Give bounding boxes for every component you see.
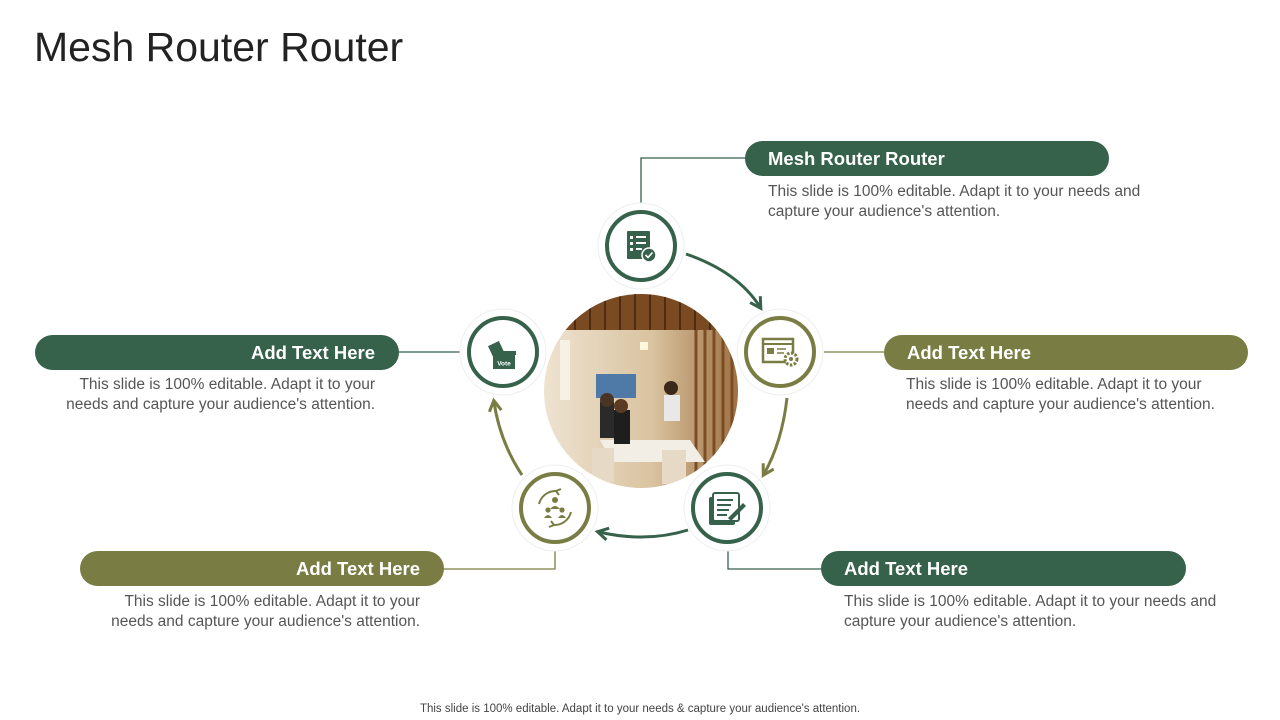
arrow-3-to-4 <box>594 526 689 541</box>
arrow-1-to-2 <box>685 252 763 311</box>
step-5-heading-pill: Add Text Here <box>35 335 399 370</box>
step-2-icon-node <box>736 308 824 396</box>
step-2-heading-pill: Add Text Here <box>884 335 1248 370</box>
step-4-icon-node <box>511 464 599 552</box>
step-2-description: This slide is 100% editable. Adapt it to… <box>906 376 1215 413</box>
web-settings-icon <box>761 337 799 367</box>
step-4-description: This slide is 100% editable. Adapt it to… <box>111 593 420 630</box>
step-1-icon-node <box>597 202 685 290</box>
arrow-2-to-3 <box>761 397 789 478</box>
connector-lines <box>398 157 886 570</box>
checklist-shield-icon <box>627 231 657 263</box>
documents-pen-icon <box>709 492 746 525</box>
page-title: Mesh Router Router <box>34 24 404 70</box>
meeting-room-photo <box>544 294 738 488</box>
step-3-icon-node <box>683 464 771 552</box>
team-cycle-icon <box>538 488 572 528</box>
step-3-description: This slide is 100% editable. Adapt it to… <box>844 593 1217 630</box>
arrow-4-to-5 <box>488 397 524 476</box>
ballot-box-label: Vote <box>497 361 511 368</box>
step-5-description: This slide is 100% editable. Adapt it to… <box>66 376 375 413</box>
step-3-heading-pill: Add Text Here <box>821 551 1186 586</box>
step-5-icon-node: Vote <box>459 308 547 396</box>
cycle-arrows <box>488 252 789 541</box>
ballot-box-icon: Vote <box>488 341 516 369</box>
footer-note: This slide is 100% editable. Adapt it to… <box>419 703 861 715</box>
step-1-description: This slide is 100% editable. Adapt it to… <box>768 183 1141 220</box>
step-1-heading-pill: Mesh Router Router <box>745 141 1109 176</box>
step-4-heading-pill: Add Text Here <box>80 551 444 586</box>
